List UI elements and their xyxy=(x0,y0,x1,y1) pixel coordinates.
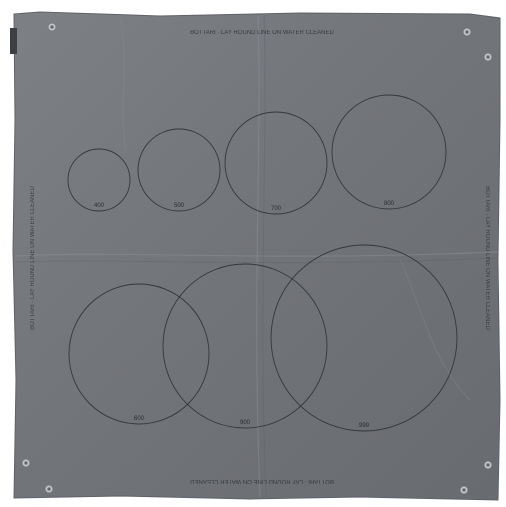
grommet xyxy=(22,459,30,467)
circle-label: 900 xyxy=(240,420,251,426)
grommet xyxy=(463,28,471,36)
grommet xyxy=(45,485,53,493)
grommet xyxy=(484,461,492,469)
circle-label: 500 xyxy=(174,203,185,209)
grommet xyxy=(484,53,492,61)
grommet xyxy=(460,486,468,494)
circle-label: 400 xyxy=(94,203,105,209)
right-caption: BOTTARI · LAY ROUND LINE ON WATER CLEANE… xyxy=(484,186,490,330)
top-caption: BOTTARI · LAY ROUND LINE ON WATER CLEANE… xyxy=(190,30,334,36)
left-caption: BOTTARI · LAY ROUND LINE ON WATER CLEANE… xyxy=(30,185,36,329)
circle-label: 700 xyxy=(271,206,282,212)
circle-label: 600 xyxy=(134,416,145,422)
circle-label: 800 xyxy=(384,201,395,207)
circle-label: 999 xyxy=(359,423,370,429)
side-tag xyxy=(10,28,17,54)
grommet xyxy=(48,23,56,31)
bottom-caption: BOTTARI · LAY ROUND LINE ON WATER CLEANE… xyxy=(189,478,333,484)
